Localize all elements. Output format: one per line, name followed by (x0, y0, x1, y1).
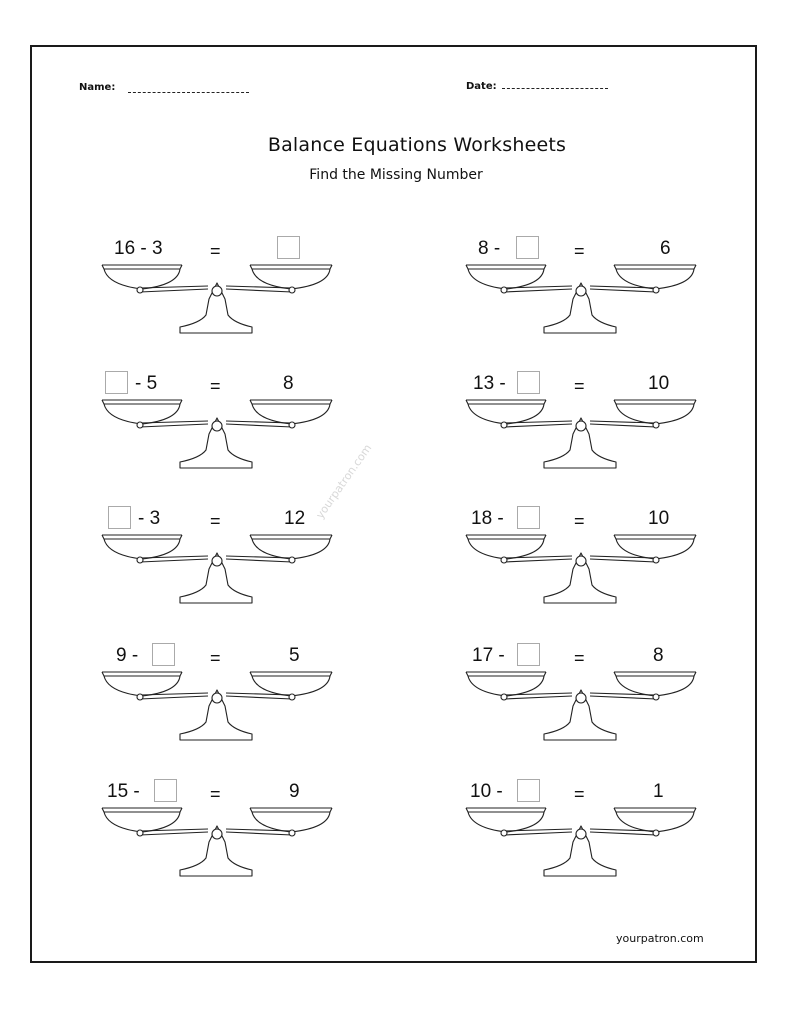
answer-box[interactable] (105, 371, 128, 394)
answer-box[interactable] (154, 779, 177, 802)
balance-scale-icon (101, 264, 333, 334)
worksheet-title: Balance Equations Worksheets (267, 134, 567, 156)
answer-box[interactable] (152, 643, 175, 666)
balance-scale-icon (465, 807, 697, 877)
balance-scale-icon (101, 671, 333, 741)
balance-scale-icon (101, 807, 333, 877)
answer-box[interactable] (517, 371, 540, 394)
balance-scale-icon (465, 264, 697, 334)
left-number: 17 - (472, 645, 505, 666)
answer-box[interactable] (517, 779, 540, 802)
equals-sign: = (210, 784, 221, 804)
problem-10: 10 - = 1 (464, 776, 704, 886)
problem-1: 16 - 3 = (100, 233, 340, 343)
equals-sign: = (574, 241, 585, 261)
problem-4: 13 - = 10 (464, 368, 704, 478)
left-expression: 16 - 3 (114, 238, 163, 259)
right-number: 10 (648, 373, 670, 394)
right-number: 10 (648, 508, 670, 529)
equals-sign: = (210, 648, 221, 668)
footer-website: yourpatron.com (616, 932, 704, 945)
left-number: 15 - (107, 781, 140, 802)
right-number: 8 (283, 373, 294, 394)
answer-box[interactable] (516, 236, 539, 259)
left-operation: - 5 (135, 373, 158, 394)
worksheet-subtitle: Find the Missing Number (309, 167, 483, 183)
right-number: 5 (289, 645, 300, 666)
equals-sign: = (574, 511, 585, 531)
balance-scale-icon (465, 399, 697, 469)
name-label: Name: (79, 82, 116, 93)
equals-sign: = (210, 376, 221, 396)
balance-scale-icon (101, 399, 333, 469)
answer-box[interactable] (517, 506, 540, 529)
equals-sign: = (210, 241, 221, 261)
right-number: 12 (284, 508, 306, 529)
left-number: 8 - (478, 238, 501, 259)
problem-7: 9 - = 5 (100, 640, 340, 750)
equals-sign: = (574, 376, 585, 396)
right-number: 9 (289, 781, 300, 802)
answer-box[interactable] (277, 236, 300, 259)
problem-6: 18 - = 10 (464, 503, 704, 613)
equals-sign: = (574, 648, 585, 668)
date-field-line[interactable] (502, 88, 608, 89)
problem-5: - 3 = 12 (100, 503, 340, 613)
answer-box[interactable] (108, 506, 131, 529)
balance-scale-icon (465, 534, 697, 604)
answer-box[interactable] (517, 643, 540, 666)
problem-8: 17 - = 8 (464, 640, 704, 750)
equals-sign: = (210, 511, 221, 531)
page-border (30, 45, 757, 963)
equals-sign: = (574, 784, 585, 804)
problem-9: 15 - = 9 (100, 776, 340, 886)
left-number: 9 - (116, 645, 139, 666)
left-number: 10 - (470, 781, 503, 802)
right-number: 8 (653, 645, 664, 666)
balance-scale-icon (101, 534, 333, 604)
left-operation: - 3 (138, 508, 161, 529)
date-label: Date: (466, 81, 497, 92)
right-number: 6 (660, 238, 671, 259)
left-number: 18 - (471, 508, 504, 529)
name-field-line[interactable] (128, 92, 249, 93)
balance-scale-icon (465, 671, 697, 741)
left-number: 13 - (473, 373, 506, 394)
problem-3: - 5 = 8 (100, 368, 340, 478)
problem-2: 8 - = 6 (464, 233, 704, 343)
right-number: 1 (653, 781, 664, 802)
